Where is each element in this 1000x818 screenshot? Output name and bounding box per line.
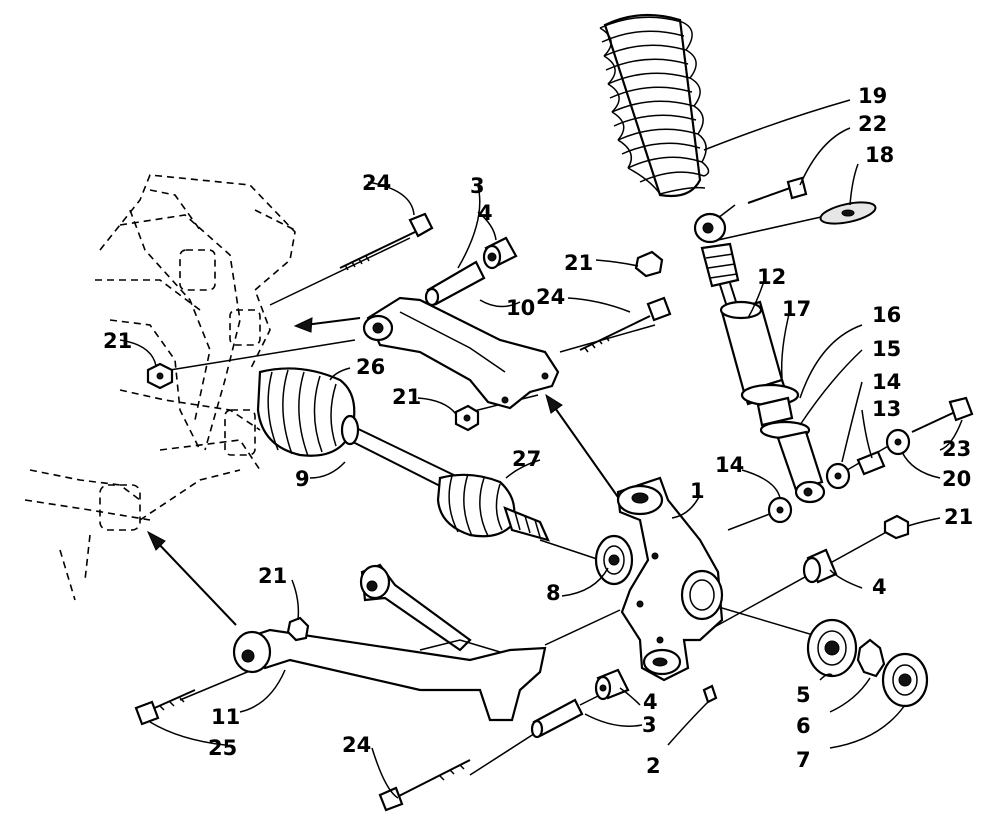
nut-21-right [883, 514, 910, 540]
drive-axle [256, 367, 550, 542]
callout-12: 12 [757, 265, 786, 289]
nut-21-upper [634, 250, 664, 278]
callout-24-upper: 24 [362, 171, 391, 195]
callout-4-upper: 4 [478, 201, 493, 225]
washer-18 [819, 201, 877, 225]
callout-8: 8 [546, 581, 561, 605]
assembly-arrows [146, 317, 621, 626]
callout-23: 23 [942, 437, 971, 461]
callout-14-lower: 14 [715, 453, 744, 477]
callout-3-lower: 3 [642, 713, 657, 737]
frame-outline [24, 174, 296, 601]
bushing-4-right [802, 548, 838, 584]
callout-27: 27 [512, 447, 541, 471]
callout-18: 18 [865, 143, 894, 167]
washer-20 [885, 428, 911, 456]
nut-21-mid [454, 404, 480, 432]
callout-21-lower: 21 [258, 564, 287, 588]
coil-spring [599, 13, 710, 198]
callout-21-frame: 21 [103, 329, 132, 353]
callout-11: 11 [211, 705, 240, 729]
bolt-22 [747, 176, 808, 204]
callout-22: 22 [858, 112, 887, 136]
callout-26: 26 [356, 355, 385, 379]
upper-a-arm [362, 296, 560, 410]
callout-4-lower: 4 [643, 690, 658, 714]
callout-16: 16 [872, 303, 901, 327]
bearing-5 [806, 618, 858, 678]
callout-21-mid: 21 [392, 385, 421, 409]
washer-14-upper [825, 462, 851, 490]
seal-7 [881, 652, 929, 708]
bolt-25 [134, 689, 196, 726]
callout-20: 20 [942, 467, 971, 491]
callout-4-right: 4 [872, 575, 887, 599]
callout-6: 6 [796, 714, 811, 738]
callout-15: 15 [872, 337, 901, 361]
callout-13: 13 [872, 397, 901, 421]
bolt-24-lower [378, 759, 471, 812]
bolt-24-upper-right [579, 296, 672, 353]
lower-a-arm [232, 563, 547, 722]
callout-5: 5 [796, 683, 811, 707]
leader-lines [119, 99, 963, 799]
callout-9: 9 [295, 467, 310, 491]
snap-ring-6 [856, 638, 886, 678]
nut-21-upper-left [146, 362, 174, 390]
callout-21-right: 21 [944, 505, 973, 529]
axis-lines [169, 204, 891, 776]
callout-labels: 1 2 3 3 4 4 4 5 6 7 8 9 10 11 12 13 14 1… [103, 84, 973, 778]
callout-17: 17 [782, 297, 811, 321]
callout-19: 19 [858, 84, 887, 108]
bolt-24-upper-left [339, 212, 434, 271]
bushing-4-lower [594, 668, 630, 701]
nut-21-lower [286, 616, 310, 642]
callout-25: 25 [208, 736, 237, 760]
bushing-4-upper [482, 236, 518, 270]
sleeve-3-lower [530, 698, 584, 739]
steering-knuckle [616, 476, 724, 682]
washer-14-lower [767, 496, 793, 524]
callout-3-upper: 3 [470, 174, 485, 198]
shock-absorber [693, 212, 826, 504]
sleeve-3-upper [424, 260, 486, 307]
callout-1: 1 [690, 479, 705, 503]
bolt-23 [911, 396, 974, 433]
callout-10: 10 [506, 296, 535, 320]
callout-24-lower: 24 [342, 733, 371, 757]
callout-7: 7 [796, 748, 811, 772]
grease-fitting-2 [702, 684, 718, 704]
callout-21-shock: 21 [564, 251, 593, 275]
callout-2: 2 [646, 754, 661, 778]
callout-24-middle: 24 [536, 285, 565, 309]
callout-14-upper: 14 [872, 370, 901, 394]
